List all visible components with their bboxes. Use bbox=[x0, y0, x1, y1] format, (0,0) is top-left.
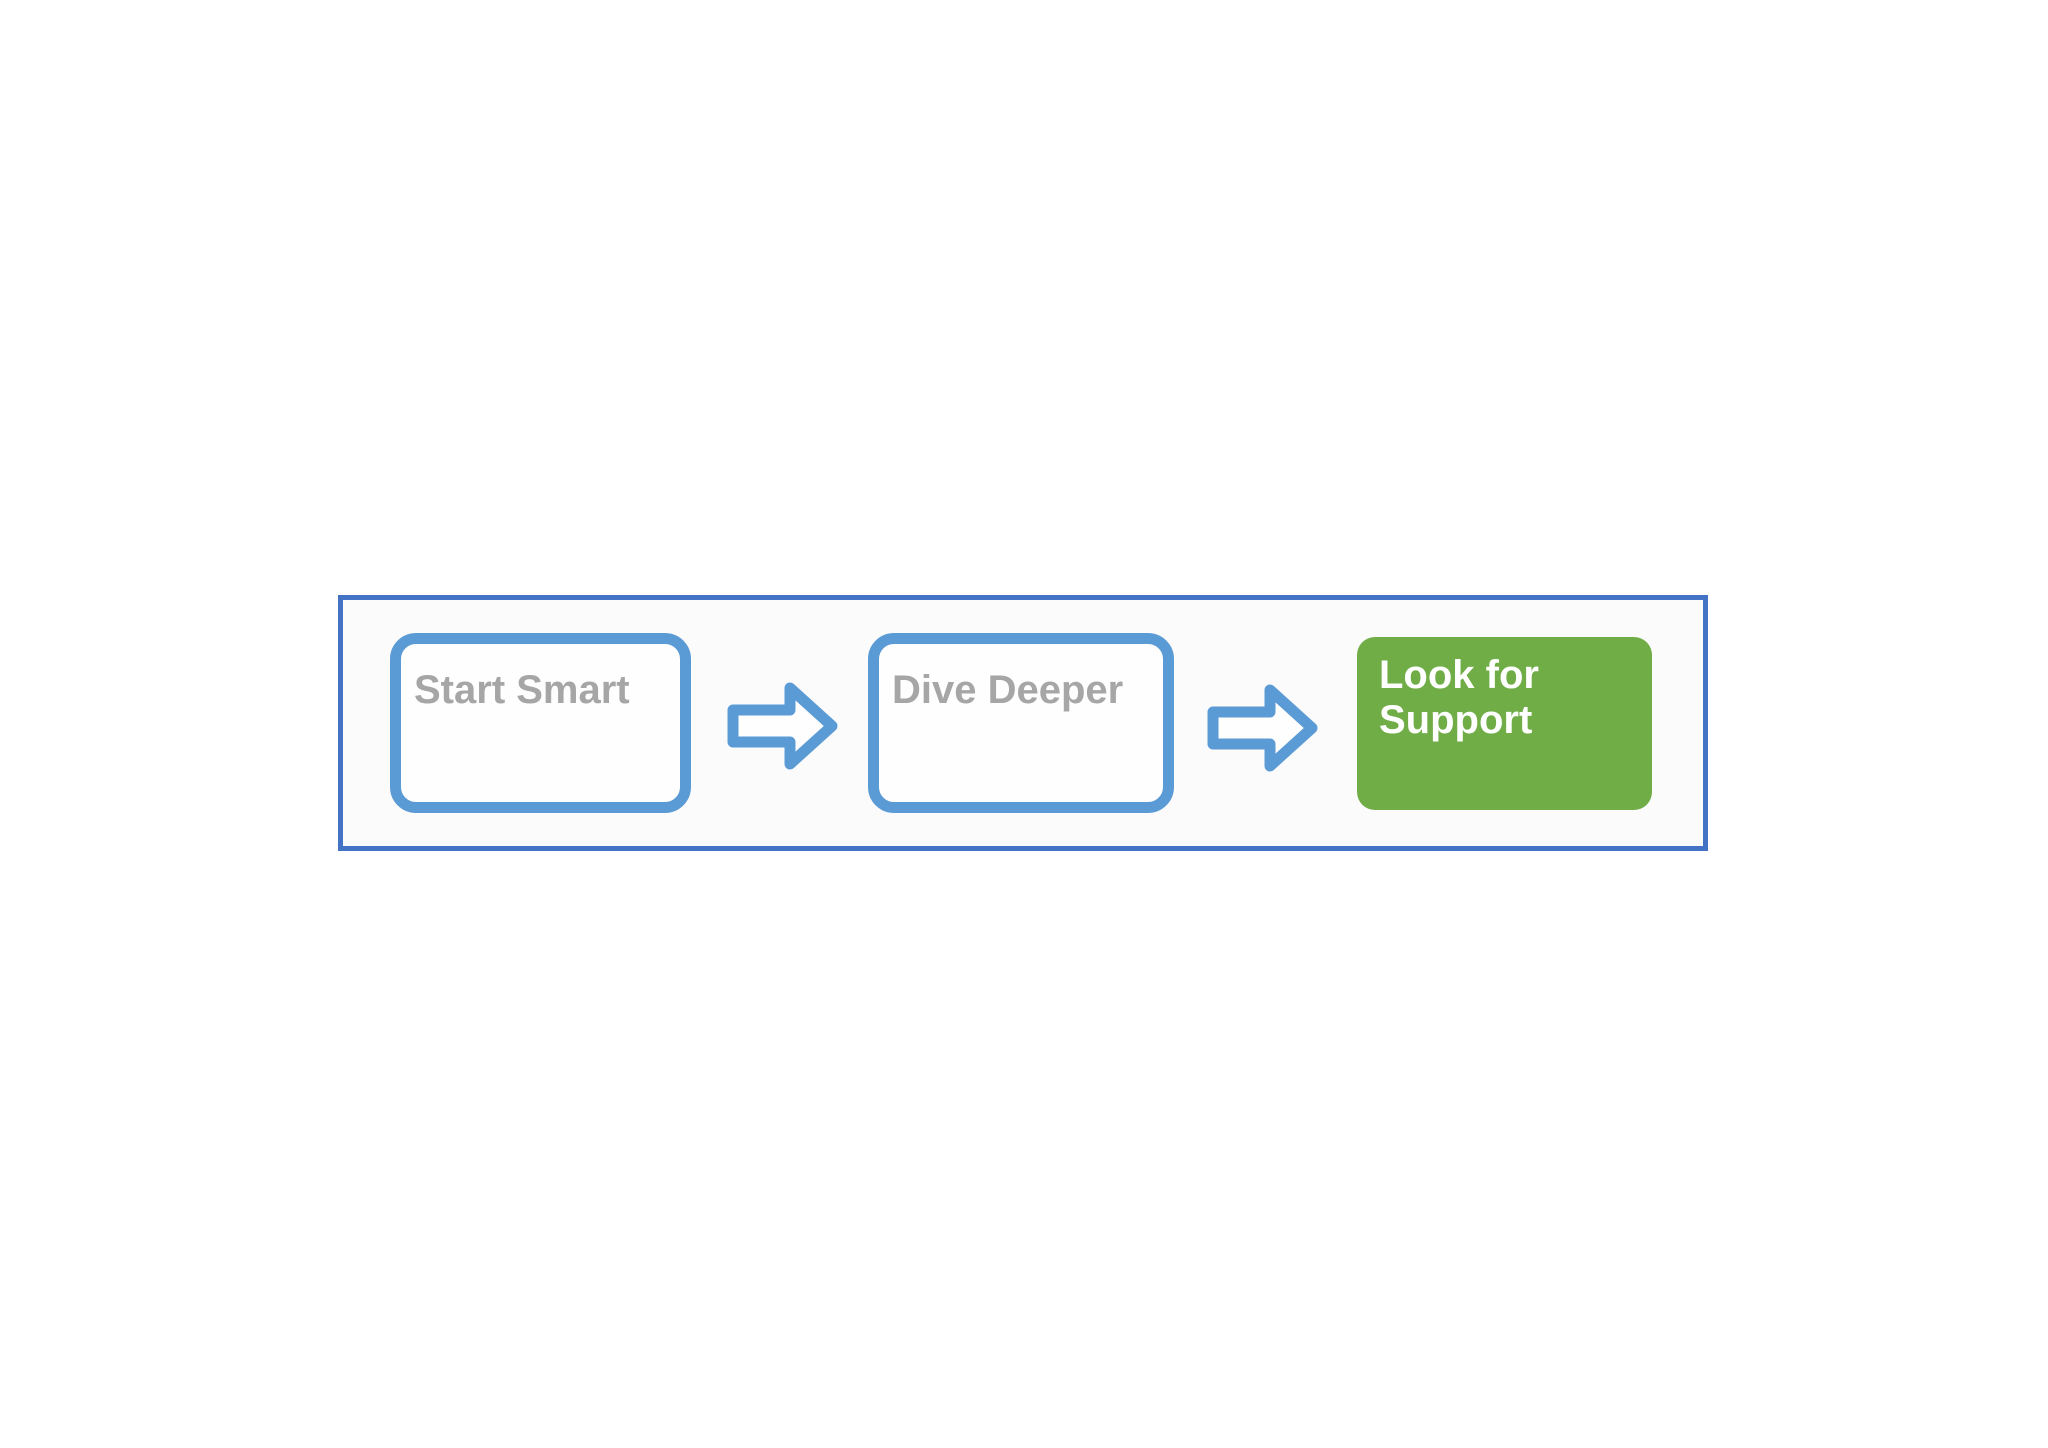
arrow-right-icon bbox=[1207, 684, 1318, 772]
step-box-start-smart: Start Smart bbox=[390, 633, 691, 813]
step-box-dive-deeper: Dive Deeper bbox=[868, 633, 1174, 813]
step-label-start-smart: Start Smart bbox=[414, 668, 630, 712]
process-diagram-container: Start Smart Dive Deeper Look for Support bbox=[338, 595, 1708, 851]
step-box-look-for-support: Look for Support bbox=[1357, 637, 1652, 810]
arrow-right-icon bbox=[727, 682, 838, 770]
step-label-dive-deeper: Dive Deeper bbox=[892, 668, 1124, 712]
step-label-look-for-support: Look for Support bbox=[1379, 653, 1539, 742]
